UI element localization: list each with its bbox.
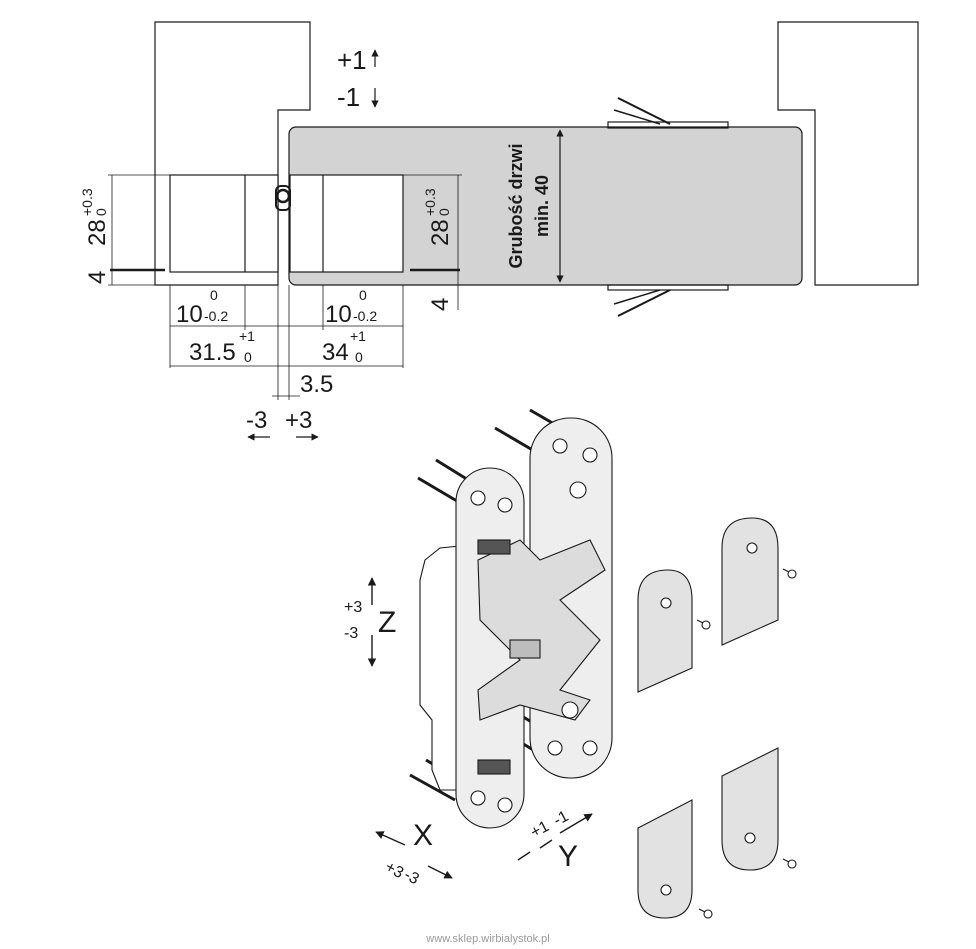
- axis-z-label: Z: [378, 606, 396, 639]
- z-plus-label: +3: [344, 599, 362, 616]
- y-minus-label: -1: [551, 808, 572, 830]
- width-right-value: 10: [325, 301, 352, 328]
- length-right-tol-lower: 0: [355, 349, 363, 365]
- length-left-tol-lower: 0: [244, 349, 252, 365]
- frame-pocket: [169, 174, 279, 273]
- adjust-left-label: -3: [246, 407, 267, 434]
- adjustment-labels: Z +3 -3 X +3 -3 Y +1 -1: [344, 599, 578, 888]
- adjustment-axes: [367, 577, 593, 879]
- adjust-down-label: -1: [337, 82, 360, 112]
- width-left-value: 10: [176, 301, 203, 328]
- cover-plate: [721, 747, 779, 871]
- length-left-value: 31.5: [189, 339, 236, 366]
- depth-right-tol-upper: +0.3: [422, 188, 438, 216]
- door-thickness-label: Grubość drzwi: [506, 143, 526, 268]
- x-plus-label: +3: [382, 859, 406, 883]
- length-left-tol-upper: +1: [239, 328, 255, 344]
- depth-left-value: 28: [84, 219, 111, 246]
- adjust-up-label: +1: [337, 45, 367, 75]
- cover-plate: [637, 569, 693, 693]
- axis-x-label: X: [413, 819, 433, 852]
- depth-left-tol-lower: 0: [93, 208, 109, 216]
- length-right-value: 34: [322, 339, 349, 366]
- cover-plates: [637, 517, 797, 919]
- top-drawing-labels: +1 -1 Grubość drzwi min. 40 28 +0.3 0 28…: [79, 45, 552, 434]
- cover-plate: [637, 799, 693, 919]
- hinge-screw-holes: [470, 438, 598, 813]
- depth-left-tol-upper: +0.3: [79, 188, 95, 216]
- width-left-tol-upper: 0: [210, 287, 218, 303]
- adjust-right-label: +3: [285, 407, 312, 434]
- depth-right-tol-lower: 0: [436, 208, 452, 216]
- offset-right-value: 4: [427, 298, 454, 311]
- gap-value: 3.5: [300, 371, 333, 398]
- source-url: www.sklep.wirbialystok.pl: [426, 933, 550, 945]
- cover-screws: [696, 568, 797, 919]
- width-left-tol-lower: -0.2: [204, 308, 228, 324]
- cover-plate: [721, 517, 779, 646]
- concealed-hinge: [409, 408, 613, 829]
- width-right-tol-lower: -0.2: [353, 308, 377, 324]
- width-right-tol-upper: 0: [359, 287, 367, 303]
- door-pocket: [289, 174, 404, 273]
- offset-left-value: 4: [84, 271, 111, 284]
- length-right-tol-upper: +1: [350, 328, 366, 344]
- door-thickness-min: min. 40: [532, 175, 552, 237]
- hinge-pivot: [275, 188, 291, 204]
- hinge-mechanism: [477, 539, 606, 721]
- installation-cross-section: [108, 21, 919, 441]
- z-minus-label: -3: [344, 625, 358, 642]
- depth-right-value: 28: [427, 219, 454, 246]
- y-plus-label: +1: [528, 818, 552, 842]
- axis-y-label: Y: [558, 840, 578, 873]
- door-frame-right: [777, 21, 919, 286]
